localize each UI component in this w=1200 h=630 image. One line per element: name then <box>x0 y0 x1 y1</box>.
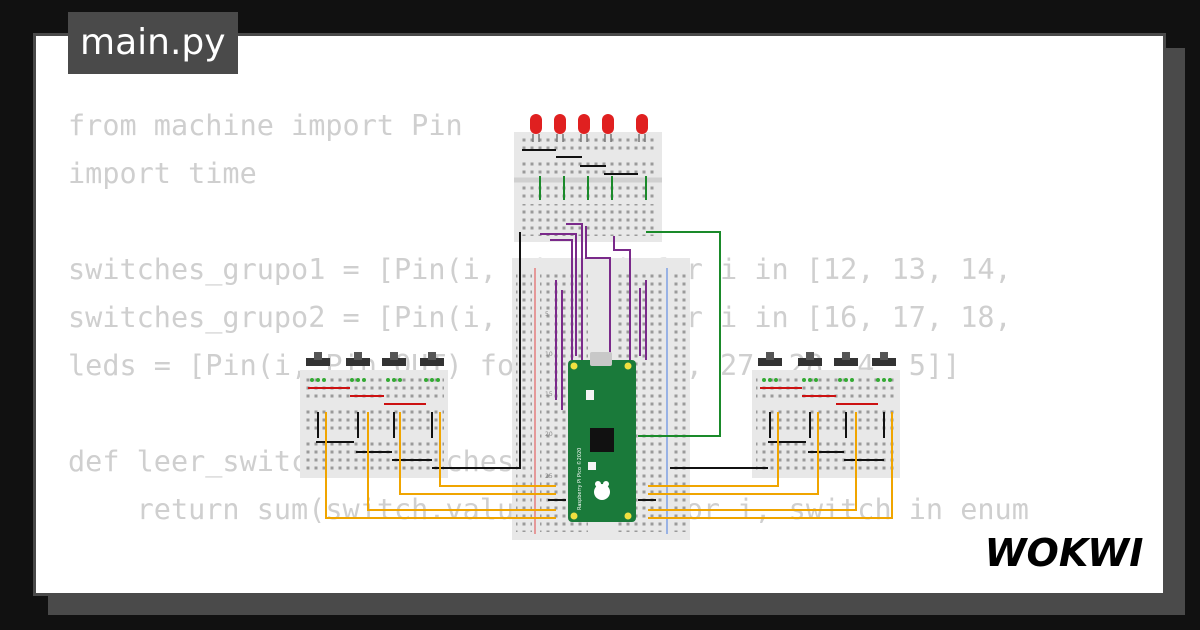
switch-8-icon[interactable] <box>872 352 896 382</box>
left-switch-group[interactable] <box>306 232 521 469</box>
left-switch-breadboard[interactable] <box>300 370 448 478</box>
mount-hole <box>570 362 578 370</box>
switch-6-icon[interactable] <box>798 352 822 382</box>
row-label: 20 <box>545 431 553 438</box>
orange-wires-left <box>325 412 556 519</box>
mount-hole <box>624 362 632 370</box>
right-switch-breadboard[interactable] <box>752 370 900 478</box>
switch-4-icon[interactable] <box>420 352 444 382</box>
led-5-icon[interactable] <box>636 114 648 142</box>
row-label: 5 <box>545 311 549 318</box>
row-label: 10 <box>545 351 553 358</box>
orange-wires-right <box>648 412 893 519</box>
led-4-icon[interactable] <box>602 114 614 142</box>
green-wire <box>638 231 721 437</box>
mount-hole <box>624 512 632 520</box>
led-1-icon[interactable] <box>530 114 542 142</box>
code-line: return sum(switch.value() << i for i, sw… <box>136 493 1029 526</box>
code-line: import time <box>68 157 257 190</box>
raspberry-icon <box>594 481 610 500</box>
wokwi-logo[interactable]: WOKWI <box>978 528 1150 576</box>
file-tab[interactable]: main.py <box>68 12 238 74</box>
switch-3-icon[interactable] <box>382 352 406 382</box>
switch-5-icon[interactable] <box>758 352 782 382</box>
row-label: 15 <box>545 391 553 398</box>
pico-label: Raspberry Pi Pico ©2020 <box>576 448 583 510</box>
rp2040-chip <box>590 428 614 452</box>
mount-hole <box>570 512 578 520</box>
right-switch-group[interactable] <box>670 352 896 469</box>
led-resistors <box>522 149 647 200</box>
led-2-icon[interactable] <box>554 114 566 142</box>
led-3-icon[interactable] <box>578 114 590 142</box>
pico-board[interactable]: Raspberry Pi Pico ©2020 <box>568 352 636 522</box>
brand-name: WOKWI <box>985 531 1144 575</box>
code-line: from machine import Pin <box>68 109 463 142</box>
code-line: def actualizar_leds(resultado): <box>68 582 1029 593</box>
row-label: 25 <box>545 473 553 480</box>
bootsel-button[interactable] <box>586 390 594 400</box>
switch-2-icon[interactable] <box>346 352 370 382</box>
led-array[interactable] <box>530 114 648 142</box>
usb-port-icon <box>590 352 612 366</box>
switch-7-icon[interactable] <box>834 352 858 382</box>
switch-1-icon[interactable] <box>306 352 330 382</box>
purple-jumpers <box>540 223 647 410</box>
pico-led <box>588 462 596 470</box>
